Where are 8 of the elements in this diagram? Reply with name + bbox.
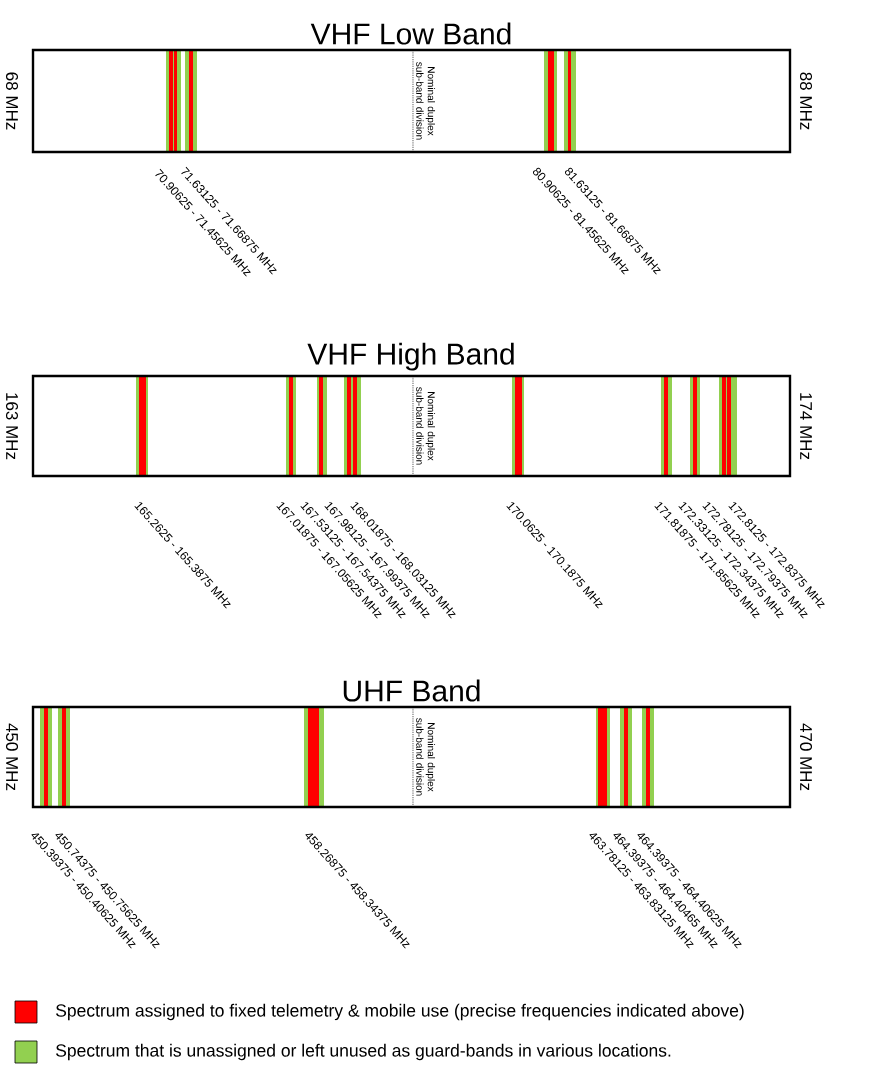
legend-text: Spectrum that is unassigned or left unused as guard-bands in various locations. — [56, 1043, 671, 1061]
node-label: VHF Low Band — [310, 22, 511, 45]
node-label: UHF Band — [343, 679, 480, 702]
node-label: VHF High Band — [307, 342, 514, 371]
legend-text: Spectrum assigned to fixed telemetry & mobile use (precise frequencies indicated above) — [56, 1003, 744, 1021]
division-label: Nominal duplex sub-band division — [416, 718, 436, 796]
division-label: Nominal duplex sub-band division — [416, 387, 436, 465]
division-label: Nominal duplex sub-band division — [416, 62, 436, 140]
